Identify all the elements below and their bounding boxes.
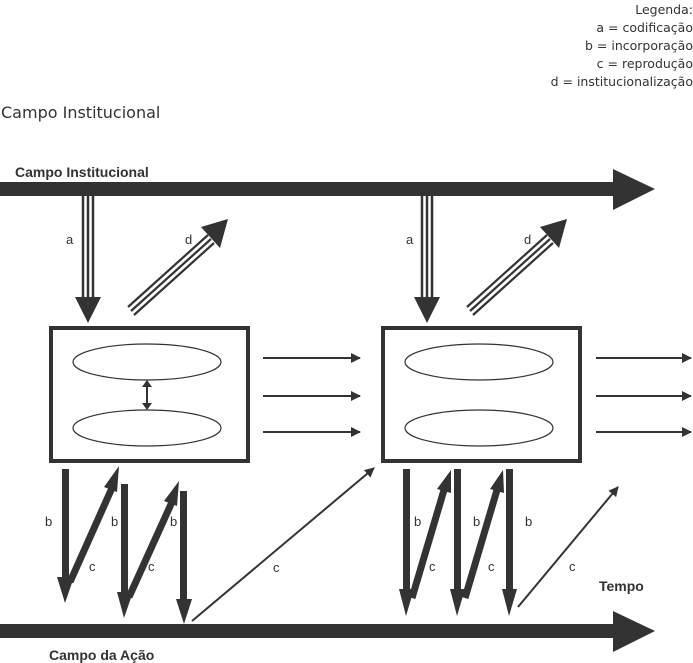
incorporation-arrow-2c	[502, 469, 517, 616]
top-axis-label: Campo Institucional	[15, 164, 149, 180]
institutionalization-arrow-1	[127, 219, 228, 316]
label-a-2: a	[406, 232, 414, 247]
ellipse-upper-1	[72, 343, 222, 381]
ellipse-lower-1	[72, 409, 222, 447]
ellipse-lower-2	[404, 409, 554, 447]
structure-box-1	[49, 326, 250, 463]
reproduction-arrow-long-2	[517, 486, 619, 608]
label-c-long-1: c	[273, 560, 280, 575]
incorporation-arrow-1c	[176, 491, 192, 624]
label-c-1b: c	[148, 559, 155, 574]
label-c-1a: c	[89, 559, 96, 574]
institutionalization-arrow-2	[466, 219, 567, 316]
label-b-2b: b	[473, 514, 480, 529]
legend-item-a: a = codificação	[596, 20, 693, 35]
label-c-2b: c	[488, 559, 495, 574]
codification-arrow-1	[75, 196, 101, 323]
legend-item-c: c = reprodução	[596, 56, 693, 71]
incorporation-arrow-1b	[117, 484, 133, 618]
reproduction-arrow-1a	[66, 466, 119, 584]
label-b-2c: b	[525, 514, 532, 529]
legend-item-b: b = incorporação	[585, 38, 693, 53]
reproduction-arrow-long-1	[191, 467, 375, 622]
label-b-1a: b	[45, 514, 52, 529]
legend: Legenda: a = codificação b = incorporaçã…	[551, 1, 693, 91]
incorporation-arrow-2b	[450, 469, 465, 616]
label-d-2: d	[524, 232, 531, 247]
bottom-axis-arrow	[0, 611, 655, 652]
legend-title: Legenda:	[635, 2, 693, 17]
label-b-1b: b	[111, 514, 118, 529]
time-label: Tempo	[599, 578, 644, 594]
codification-arrow-2	[414, 196, 440, 323]
reproduction-arrow-2b	[461, 470, 504, 599]
double-arrow-1	[142, 380, 152, 410]
bottom-axis-label: Campo da Ação	[49, 647, 154, 663]
reproduction-arrow-1b	[125, 481, 179, 599]
label-a-1: a	[66, 232, 74, 247]
structure-box-2	[381, 326, 582, 463]
reproduction-arrow-2a	[408, 470, 451, 599]
page-title: Campo Institucional	[1, 103, 161, 122]
ellipse-upper-2	[404, 343, 554, 381]
label-d-1: d	[185, 232, 192, 247]
top-axis-arrow	[0, 169, 655, 210]
label-c-long-2: c	[569, 559, 576, 574]
label-b-2a: b	[414, 514, 421, 529]
label-c-2a: c	[429, 559, 436, 574]
legend-item-d: d = institucionalização	[550, 74, 693, 89]
incorporation-arrow-1a	[57, 469, 74, 603]
label-b-1c: b	[170, 514, 177, 529]
